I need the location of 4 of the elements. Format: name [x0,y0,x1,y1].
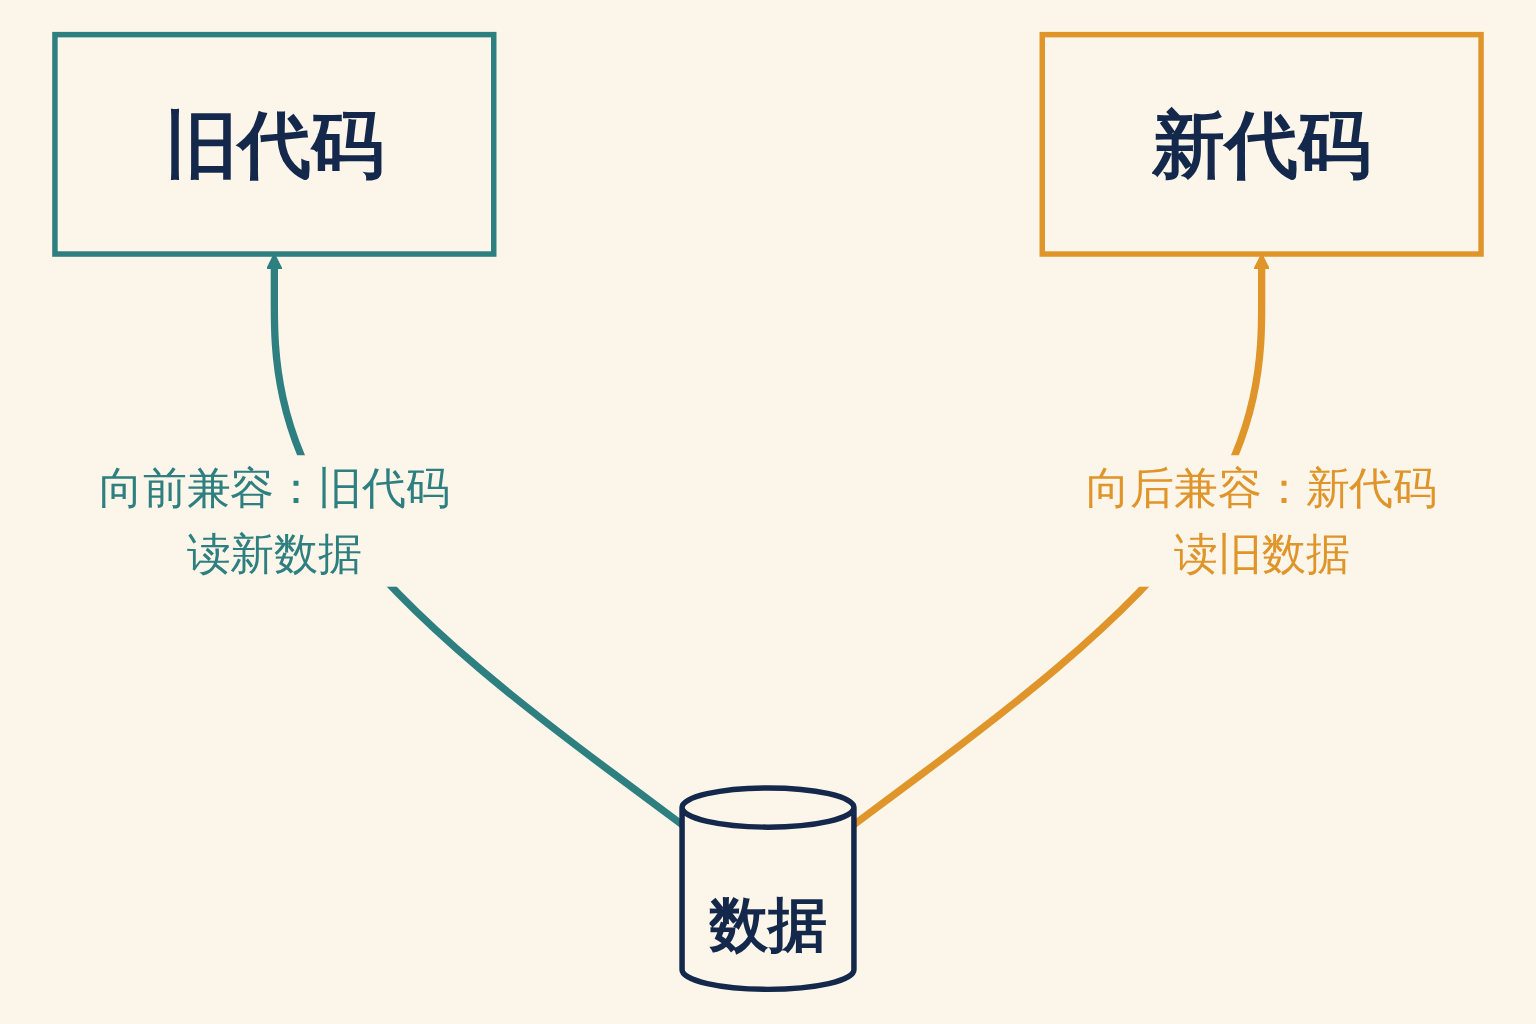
edge-label: 向后兼容：新代码读旧数据 [1086,462,1438,580]
node-box: 旧代码 [52,31,497,257]
edge-label: 向前兼容：旧代码读新数据 [98,462,450,580]
node-box: 新代码 [1039,31,1484,257]
